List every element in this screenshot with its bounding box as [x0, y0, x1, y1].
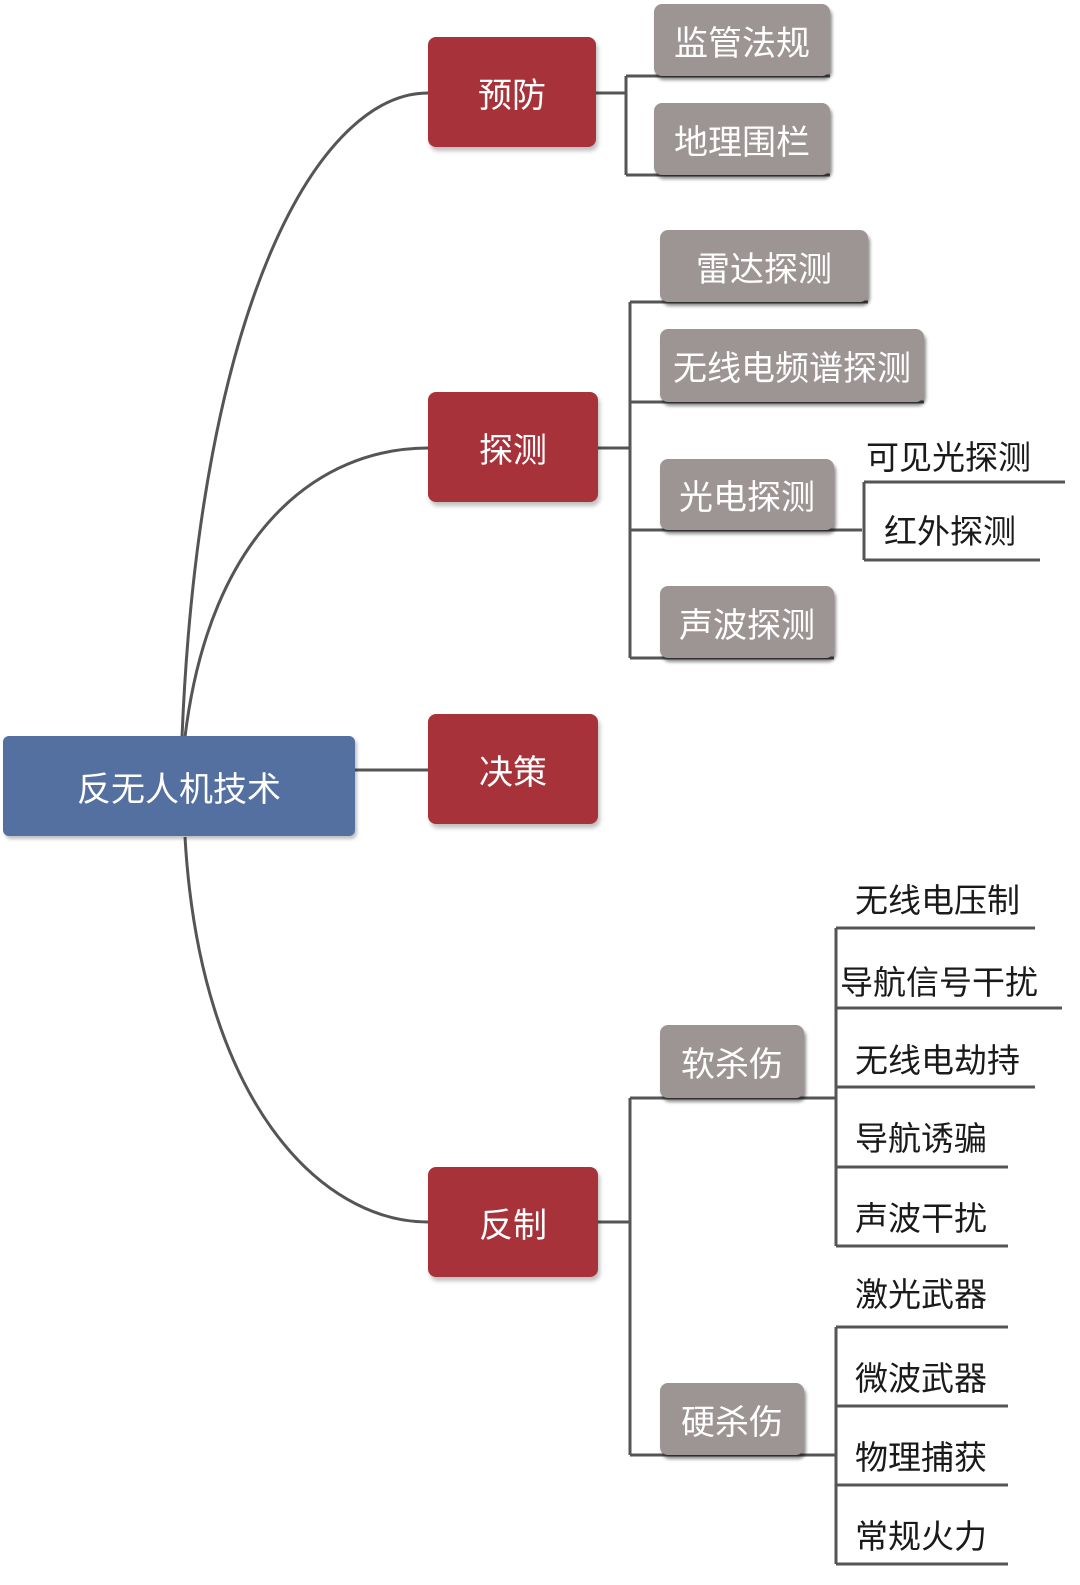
connector-prevent-children	[596, 74, 830, 177]
leaf-visible-light: 可见光探测	[866, 432, 1066, 478]
leaf-nav-signal-jamming: 导航信号干扰	[840, 956, 1070, 1004]
node-rf-spectrum-label: 无线电频谱探测	[673, 349, 911, 389]
connector-root-prevent	[180, 91, 429, 738]
leaf-conventional-fire: 常规火力	[855, 1510, 1015, 1558]
connector-root-detect	[183, 446, 429, 738]
leaf-nav-spoofing-label: 导航诱骗	[855, 1119, 987, 1158]
branch-detect: 探测	[428, 392, 598, 502]
node-radar: 雷达探测	[660, 230, 868, 302]
node-electro-optical-label: 光电探测	[679, 478, 815, 518]
connector-hard-leaves	[834, 1325, 1008, 1566]
branch-prevent-label: 预防	[478, 75, 546, 116]
node-electro-optical: 光电探测	[660, 459, 834, 530]
branch-counter-label: 反制	[479, 1205, 547, 1246]
connector-detect-children	[598, 300, 924, 660]
leaf-infrared-label: 红外探测	[884, 512, 1016, 551]
leaf-physical-capture: 物理捕获	[855, 1431, 1015, 1479]
node-rf-spectrum: 无线电频谱探测	[660, 329, 924, 402]
node-geofence: 地理围栏	[654, 103, 830, 175]
leaf-nav-spoofing: 导航诱骗	[855, 1112, 1015, 1160]
node-soft-kill-label: 软杀伤	[681, 1045, 783, 1085]
leaf-visible-light-label: 可见光探测	[866, 438, 1031, 477]
leaf-physical-capture-label: 物理捕获	[855, 1438, 987, 1477]
leaf-laser-weapon-label: 激光武器	[855, 1275, 987, 1314]
root-label: 反无人机技术	[77, 769, 281, 810]
connector-optical-leaves	[862, 480, 1065, 562]
branch-decide-label: 决策	[479, 752, 547, 793]
leaf-radio-jamming-label: 无线电压制	[855, 881, 1020, 920]
leaf-microwave-weapon-label: 微波武器	[855, 1359, 987, 1398]
leaf-infrared: 红外探测	[884, 504, 1044, 554]
branch-prevent: 预防	[428, 37, 596, 147]
node-acoustic-label: 声波探测	[679, 605, 815, 646]
connector-soft-leaves	[834, 926, 1062, 1248]
leaf-acoustic-jamming: 声波干扰	[855, 1192, 1015, 1240]
branch-detect-label: 探测	[479, 430, 547, 471]
leaf-radio-hijack-label: 无线电劫持	[855, 1041, 1020, 1080]
branch-counter: 反制	[428, 1167, 598, 1277]
leaf-radio-jamming: 无线电压制	[855, 874, 1045, 922]
node-geofence-label: 地理围栏	[674, 122, 810, 163]
leaf-nav-signal-jamming-label: 导航信号干扰	[840, 963, 1038, 1002]
node-regulation-label: 监管法规	[674, 23, 810, 64]
root-node: 反无人机技术	[3, 736, 355, 836]
leaf-radio-hijack: 无线电劫持	[855, 1034, 1045, 1082]
connector-counter-children	[598, 1096, 836, 1457]
branch-decide: 决策	[428, 714, 598, 824]
leaf-acoustic-jamming-label: 声波干扰	[855, 1199, 987, 1238]
leaf-conventional-fire-label: 常规火力	[855, 1517, 987, 1556]
node-radar-label: 雷达探测	[696, 249, 832, 290]
node-acoustic: 声波探测	[660, 586, 834, 658]
leaf-laser-weapon: 激光武器	[855, 1268, 1015, 1316]
node-hard-kill-label: 硬杀伤	[681, 1402, 783, 1443]
connector-root-counter	[183, 836, 429, 1224]
node-hard-kill: 硬杀伤	[660, 1383, 804, 1455]
leaf-microwave-weapon: 微波武器	[855, 1352, 1015, 1400]
node-regulation: 监管法规	[654, 4, 830, 76]
node-soft-kill: 软杀伤	[660, 1025, 804, 1098]
